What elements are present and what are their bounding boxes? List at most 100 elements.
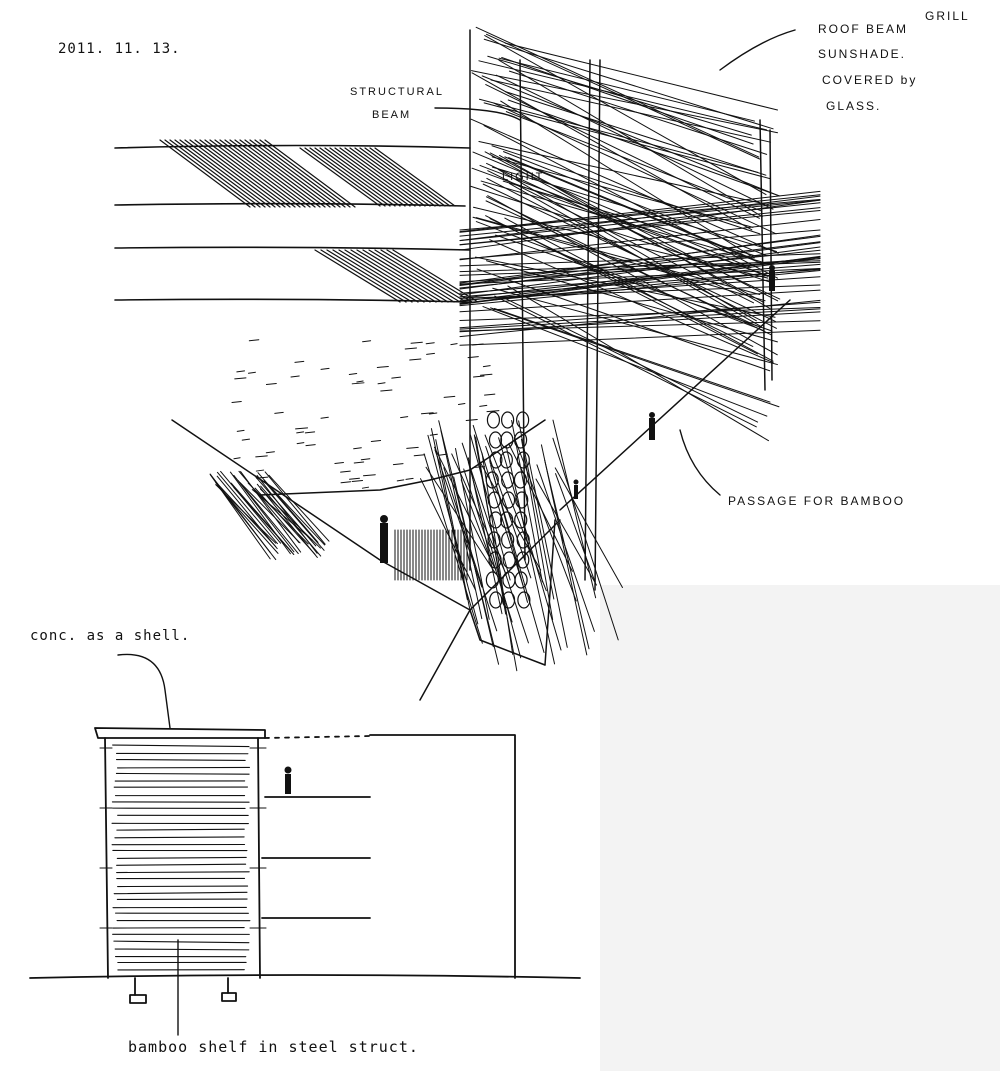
footing-right (221, 992, 237, 1002)
leader-lines (117, 29, 796, 1036)
leader-passage (679, 429, 721, 496)
bamboo-circle (517, 591, 531, 609)
hatch-stroke (356, 249, 443, 303)
hatch-stroke (459, 329, 821, 346)
hatch-stroke (353, 447, 362, 450)
hatch-stroke (368, 249, 455, 303)
hatch-stroke (472, 151, 752, 269)
bamboo-circle (513, 431, 528, 449)
hatch-stroke (459, 269, 821, 307)
hatch-stroke (320, 367, 330, 370)
hatch-stroke (234, 377, 247, 380)
bamboo-circle (487, 491, 501, 509)
hatch-stroke (248, 339, 260, 342)
hatch-stroke (475, 221, 764, 331)
strip-hatch-c (314, 249, 479, 303)
hatch-stroke (498, 57, 755, 122)
hatch-stroke (351, 382, 365, 385)
hatch-stroke (112, 744, 250, 748)
hatch-stroke (459, 199, 821, 237)
roof-extension-dashed (264, 735, 371, 739)
hatch-stroke (234, 139, 326, 208)
hatch-stroke (380, 249, 467, 303)
hatch-stroke (501, 57, 754, 145)
hatch-stroke (231, 401, 242, 404)
hatch-stroke (536, 464, 595, 632)
hatch-stroke (485, 84, 760, 219)
hatch-stroke (406, 446, 419, 449)
hatch-stroke (326, 249, 413, 303)
hatch-stroke (507, 285, 770, 442)
hatch-stroke (220, 470, 282, 544)
hatch-stroke (459, 207, 821, 246)
hatch-stroke (238, 470, 300, 543)
bamboo-circle (489, 451, 503, 469)
label-bamboo-shelf: bamboo shelf in steel struct. (128, 1038, 419, 1056)
hatch-stroke (264, 471, 326, 545)
hatch-stroke (239, 139, 331, 208)
hatch-stroke (459, 308, 821, 330)
hatch-stroke (116, 828, 245, 831)
hatch-stroke (214, 139, 306, 208)
hatch-stroke (194, 139, 286, 208)
hatch-stroke (376, 365, 389, 368)
bamboo-circle (485, 571, 499, 589)
hatch-stroke (400, 416, 409, 419)
hatch-stroke (114, 836, 245, 839)
hatch-stroke (377, 382, 386, 385)
person-figure (769, 265, 775, 291)
hatch-stroke (459, 242, 821, 290)
hatch-stroke (304, 147, 386, 207)
hatch-stroke (174, 139, 266, 208)
hatch-stroke (459, 289, 821, 313)
bamboo-circle (501, 591, 516, 609)
hatch-stroke (169, 139, 261, 208)
hatch-stroke (420, 478, 476, 591)
hatch-stroke (362, 340, 372, 343)
hatch-stroke (518, 420, 555, 600)
hatch-stroke (504, 42, 779, 111)
footing-left (129, 994, 147, 1004)
label-sunshade: SUNSHADE. (818, 47, 906, 61)
hatch-stroke (467, 461, 522, 659)
hatch-stroke (259, 139, 351, 208)
hatch-stroke (296, 431, 305, 434)
hatch-stroke (450, 343, 458, 346)
label-roof-beam: ROOF BEAM (818, 22, 908, 36)
hatch-stroke (475, 217, 761, 296)
hatch-stroke (369, 147, 451, 207)
hatch-stroke (255, 469, 265, 472)
hatch-stroke (254, 487, 316, 555)
leader-structural-beam (434, 107, 521, 121)
hatch-stroke (216, 471, 278, 545)
hatch-stroke (255, 476, 317, 547)
hatch-stroke (199, 139, 291, 208)
hatch-stroke (159, 139, 251, 208)
bamboo-circle (500, 431, 514, 449)
hatch-stroke (324, 147, 406, 207)
plan-strips (114, 144, 471, 303)
bamboo-circle (485, 471, 499, 489)
hatch-stroke (116, 863, 247, 866)
hatch-stroke (353, 461, 365, 464)
hatch-stroke (233, 486, 295, 556)
hatch-stroke (224, 139, 316, 208)
hatch-stroke (255, 455, 268, 458)
hatch-stroke (502, 180, 756, 257)
person-figure (380, 515, 388, 563)
hatch-stroke (374, 147, 456, 207)
hatch-stroke (391, 376, 401, 379)
hatch-stroke (504, 91, 767, 176)
hatch-stroke (495, 74, 774, 210)
hatch-stroke (487, 55, 752, 136)
section-wall-right (257, 737, 261, 979)
hatch-stroke (380, 389, 393, 392)
ceiling-dashes (231, 339, 500, 489)
hatch-stroke (459, 199, 821, 251)
paper-shadow (600, 585, 1000, 1071)
hatch-stroke (309, 147, 391, 207)
hatch-stroke (209, 474, 271, 560)
hatch-stroke (233, 457, 241, 460)
hatch-stroke (362, 474, 376, 477)
hatch-stroke (540, 444, 588, 656)
